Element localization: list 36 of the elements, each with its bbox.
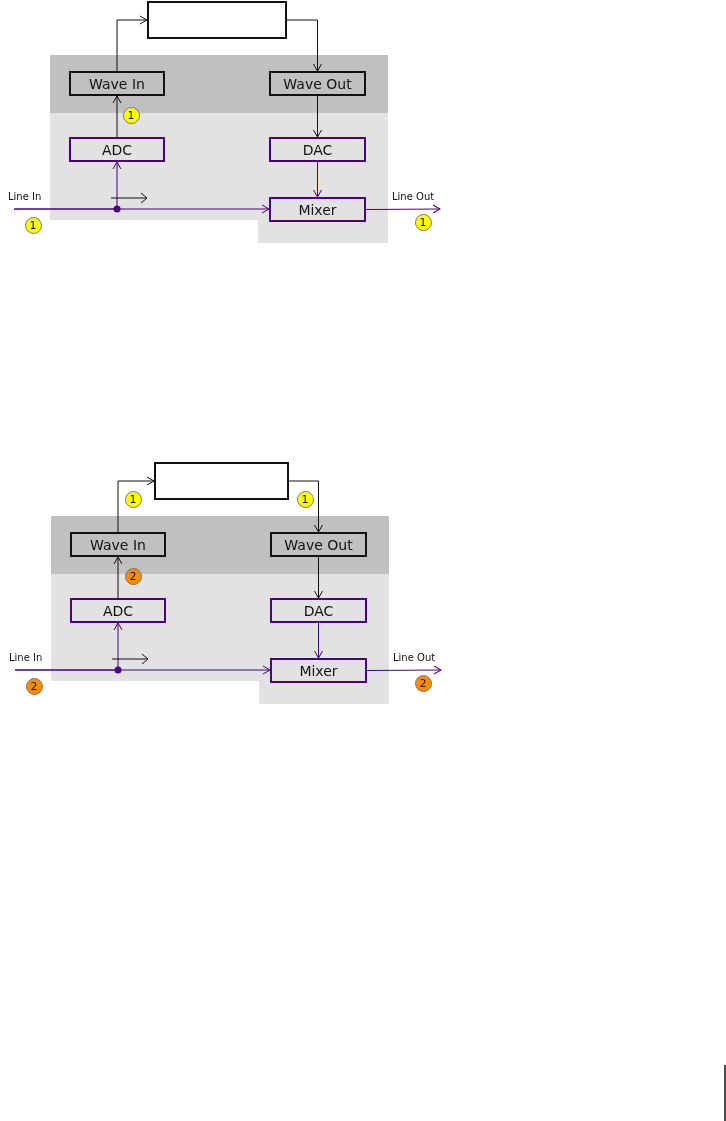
- port-label: Line Out: [393, 652, 441, 670]
- process-box: Wave In: [69, 71, 165, 96]
- process-box: Wave In: [70, 532, 166, 557]
- process-box: Mixer: [269, 197, 366, 222]
- callout-number: 1: [124, 490, 142, 508]
- process-box: DAC: [270, 598, 367, 623]
- process-box: ADC: [70, 598, 166, 623]
- callout-number: 1: [414, 213, 432, 231]
- arrow: [14, 665, 271, 675]
- process-box: Mixer: [270, 658, 367, 683]
- callout-number: 1: [24, 216, 42, 234]
- arrow: [116, 15, 148, 72]
- process-box: Wave Out: [269, 71, 366, 96]
- arrow: [288, 480, 323, 533]
- callout-number: 2: [25, 677, 43, 695]
- callout-number: 2: [414, 674, 432, 692]
- arrow: [13, 204, 270, 214]
- arrow: [113, 556, 123, 599]
- arrow: [286, 19, 322, 72]
- port-label: Line Out: [392, 191, 440, 209]
- arrow: [117, 476, 155, 533]
- arrow: [313, 95, 322, 138]
- process-box: Wave Out: [270, 532, 367, 557]
- empty-box: [154, 462, 289, 500]
- port-label: Line In: [9, 652, 49, 670]
- arrow: [313, 161, 322, 198]
- arrow: [365, 204, 441, 214]
- callout-number: 1: [296, 490, 314, 508]
- arrow: [314, 622, 323, 659]
- empty-box: [147, 1, 287, 39]
- arrow: [366, 665, 442, 675]
- process-box: DAC: [269, 137, 366, 162]
- port-label: Line In: [8, 191, 48, 209]
- arrow: [314, 556, 323, 599]
- process-box: ADC: [69, 137, 165, 162]
- arrow: [112, 95, 122, 138]
